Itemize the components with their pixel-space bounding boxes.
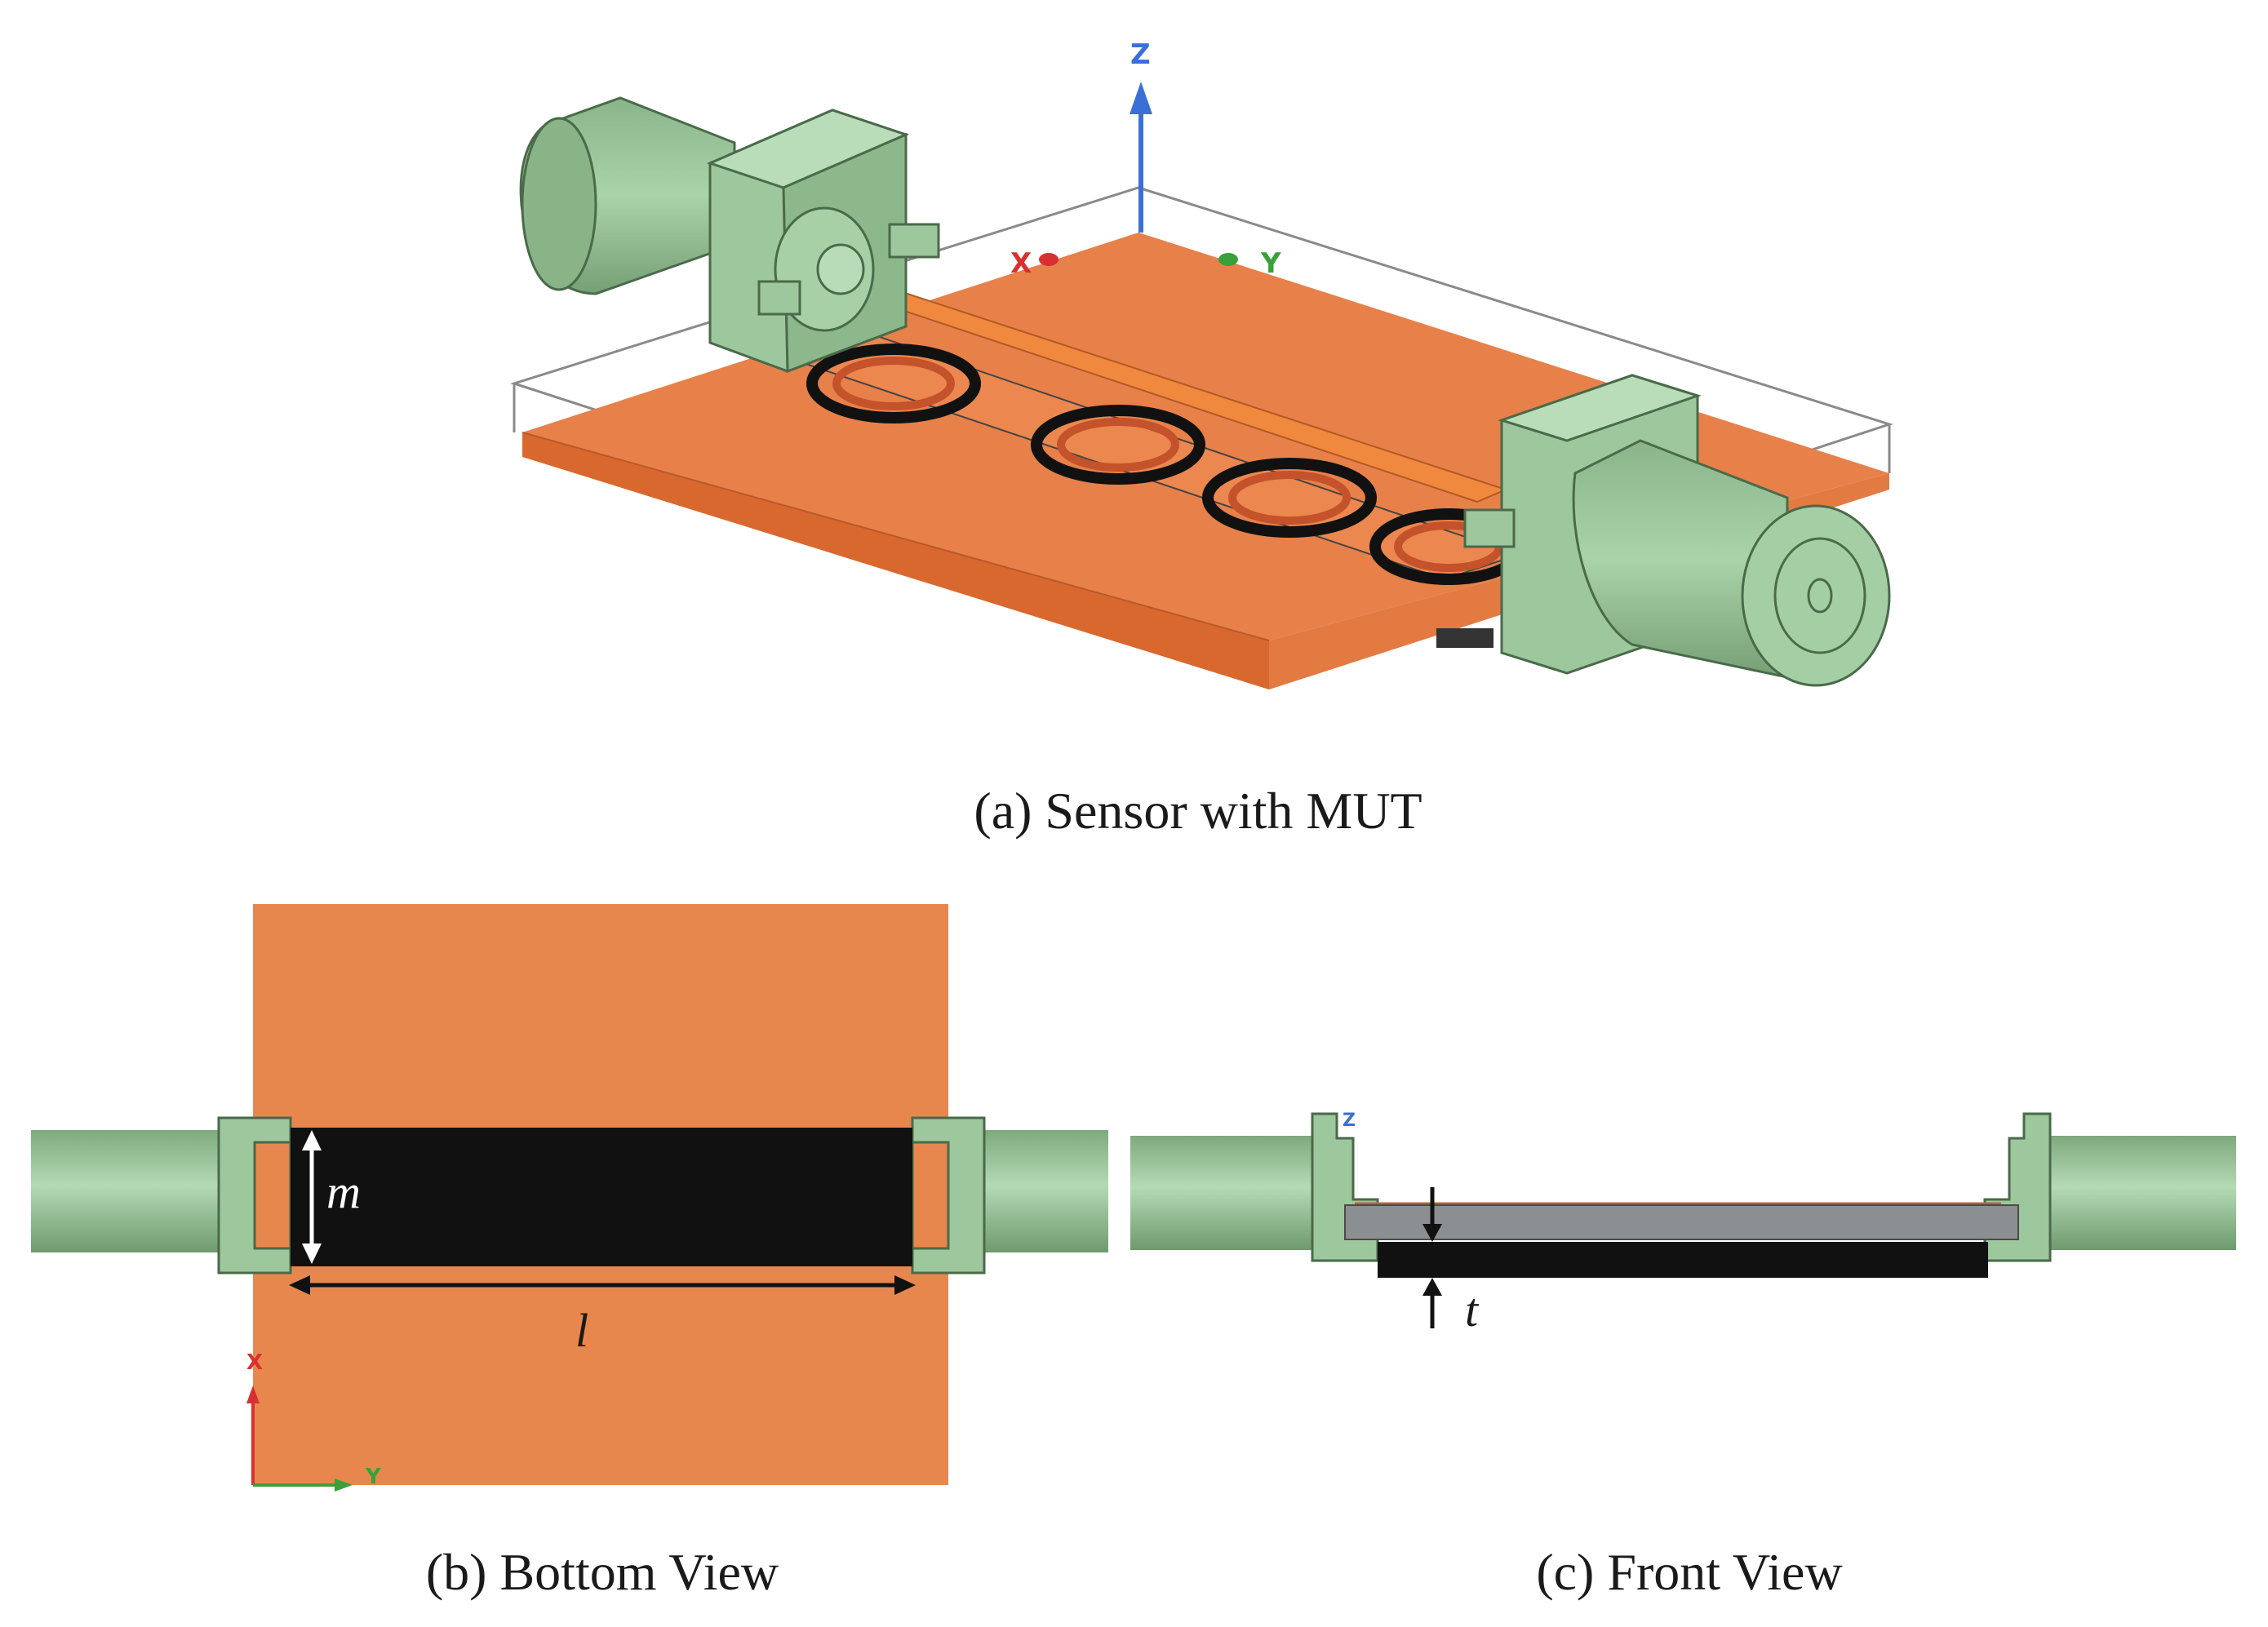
dimension-label-t: t <box>1465 1283 1480 1337</box>
ring-resonator <box>806 344 981 423</box>
dimension-label-m: m <box>326 1165 361 1218</box>
right-coax-cable <box>2044 1136 2236 1250</box>
axis-label-x: X <box>246 1350 263 1375</box>
mut-layer <box>1378 1242 1988 1278</box>
dimension-m <box>302 1130 322 1264</box>
left-connector-flange <box>217 1116 292 1275</box>
caption-c: (c) Front View <box>1536 1543 1842 1601</box>
ring-resonator <box>1031 405 1205 485</box>
mut-edge <box>1436 628 1494 648</box>
axis-triad-b: X Y <box>246 1350 382 1492</box>
dimension-t <box>1422 1187 1442 1328</box>
axis-label-z: Z <box>1343 1111 1356 1131</box>
left-sma-connector <box>519 96 940 374</box>
mut-sample <box>291 1128 912 1266</box>
ring-resonator <box>1202 458 1377 538</box>
view-c-front: t Z (c) Front View <box>1130 1111 2236 1601</box>
axis-label-y: Y <box>1260 247 1281 280</box>
right-connector-flange <box>911 1116 986 1275</box>
caption-a: (a) Sensor with MUT <box>974 782 1422 840</box>
left-coax-cable <box>1130 1136 1314 1250</box>
axis-label-z: Z <box>1130 38 1151 71</box>
view-a-sensor-3d: Z X Y (a) Sensor with MUT <box>510 38 1893 840</box>
axis-label-x: X <box>1010 247 1032 280</box>
substrate-layer <box>1344 1204 2019 1240</box>
axis-triad-a: Z X Y <box>1010 38 1281 280</box>
caption-b: (b) Bottom View <box>426 1543 779 1601</box>
view-b-bottom: m l X Y (b) Bottom View <box>31 904 1108 1601</box>
axis-label-y: Y <box>365 1465 382 1489</box>
dimension-label-l: l <box>575 1304 588 1357</box>
right-sma-connector <box>1463 374 1891 687</box>
dimension-l <box>289 1275 916 1295</box>
